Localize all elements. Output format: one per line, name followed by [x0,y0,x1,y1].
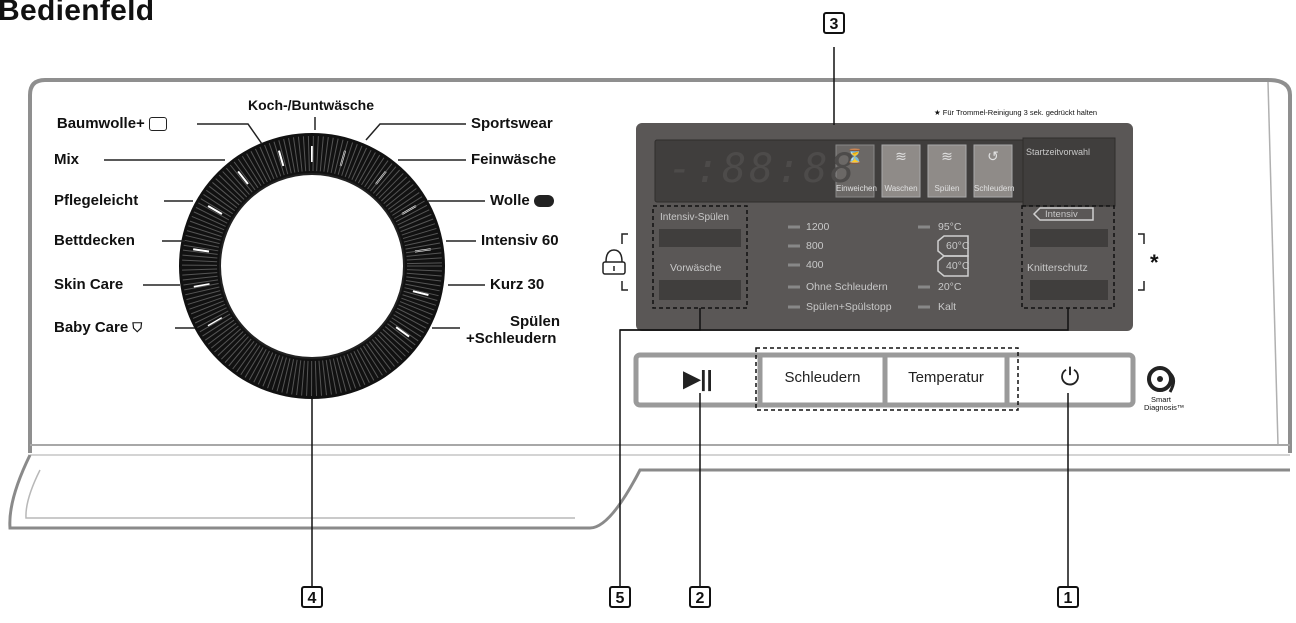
program-label-sportswear: Sportswear [471,115,553,132]
panel-outline [28,78,1292,453]
temperature-button[interactable]: Temperatur [908,369,984,386]
program-leader-lines [104,117,485,329]
program-label-rinse: Spülen [510,313,561,330]
spin-rinse-hold: Spülen+Spülstopp [806,301,892,313]
star-icon: * [1150,250,1159,275]
program-label-duvets: Bettdecken [54,232,135,249]
status-box-3 [927,144,967,198]
start-delay-box [1022,137,1116,207]
program-label-cotton-colour: Koch-/Buntwäsche [248,97,375,113]
dial-tick [237,170,249,185]
status-rinse-label: Spülen [934,184,960,193]
spin-800: 800 [806,240,824,252]
dial-knob-face [219,173,405,359]
status-soak-label: Einweichen [836,184,877,193]
play-pause-button[interactable]: ▶|| [683,366,713,391]
status-box-1 [835,144,875,198]
spin-400: 400 [806,259,824,271]
temp-60: 60°C [946,240,970,252]
status-box-2 [881,144,921,198]
spin-icon: ↺ [987,148,999,164]
panel-right-edge [1267,81,1279,446]
callout-leader-lines [311,47,1069,586]
prewash-button-face [659,280,741,300]
intensive-tag [1032,207,1094,221]
dial-tick [412,290,429,297]
program-label-skin-care: Skin Care [54,276,124,293]
program-label-baby-care: Baby Care ⛉ [54,319,143,336]
spin-temp-group [755,347,1019,411]
spin-1200: 1200 [806,221,830,233]
anti-crease-button-face [1030,280,1108,300]
dial-tick [193,283,210,288]
start-delay-label: Startzeitvorwahl [1026,147,1091,157]
lcd-time-digits: -:88:88 [668,146,858,192]
status-wash-label: Waschen [884,184,918,193]
program-label-delicates: Feinwäsche [471,151,557,168]
program-dial [179,133,445,399]
anti-crease-label: Knitterschutz [1027,262,1088,274]
page-title: Bedienfeld [0,0,155,27]
intensive-label: Intensiv [1045,209,1078,220]
callout-5: 5 [609,586,631,608]
callout-1: 1 [1057,586,1079,608]
option-led-dashes [788,225,930,309]
soak-icon: ⏳ [846,148,864,164]
detergent-drawer-inner [25,469,575,519]
dial-tick [207,317,223,327]
program-label-spin: +Schleudern [466,330,557,347]
callout-4: 4 [301,586,323,608]
star-note: ★ Für Trommel-Reinigung 3 sek. gedrückt … [934,108,1098,117]
intensive-rinse-label: Intensiv-Spülen [660,212,729,223]
dial-tick [277,150,285,167]
square-icon [149,117,167,132]
temp-40: 40°C [946,260,970,272]
status-spin-label: Schleudern [974,184,1015,193]
status-box-4 [973,144,1013,198]
program-label-mix: Mix [54,151,80,168]
temp-95: 95°C [938,221,962,233]
rinse-icon: ≋ [941,148,953,164]
button-bar [633,352,1136,408]
wool-icon [533,195,554,208]
program-label-wool: Wolle [490,192,554,210]
wash-icon: ≋ [895,148,907,164]
smart-diagnosis-icon [1147,366,1175,393]
prewash-label: Vorwäsche [670,262,722,274]
temp-cold: Kalt [938,301,957,313]
program-label-easy-care: Pflegeleicht [54,192,139,209]
program-label-quick-30: Kurz 30 [490,276,545,293]
child-lock-icon [602,249,626,275]
dial-fine-ridges [181,136,442,397]
temp-40-tag [937,255,969,277]
callout-2: 2 [689,586,711,608]
spin-no-spin: Ohne Schleudern [806,281,888,293]
program-label-intensive-60: Intensiv 60 [481,232,559,249]
power-button[interactable]: ⏻ [1060,364,1080,391]
spin-button[interactable]: Schleudern [784,369,861,386]
detergent-drawer-outline [8,454,1290,530]
dial-tick [207,205,223,215]
program-label-cotton-plus: Baumwolle+ [57,115,167,133]
dial-tick [193,248,210,253]
temp-20: 20°C [938,281,962,293]
intensive-button-face [1030,229,1108,247]
shirt-icon: ⛉ [132,320,143,335]
intensive-rinse-button-face [659,229,741,247]
dial-tick [395,326,410,338]
callout-3: 3 [823,12,845,34]
